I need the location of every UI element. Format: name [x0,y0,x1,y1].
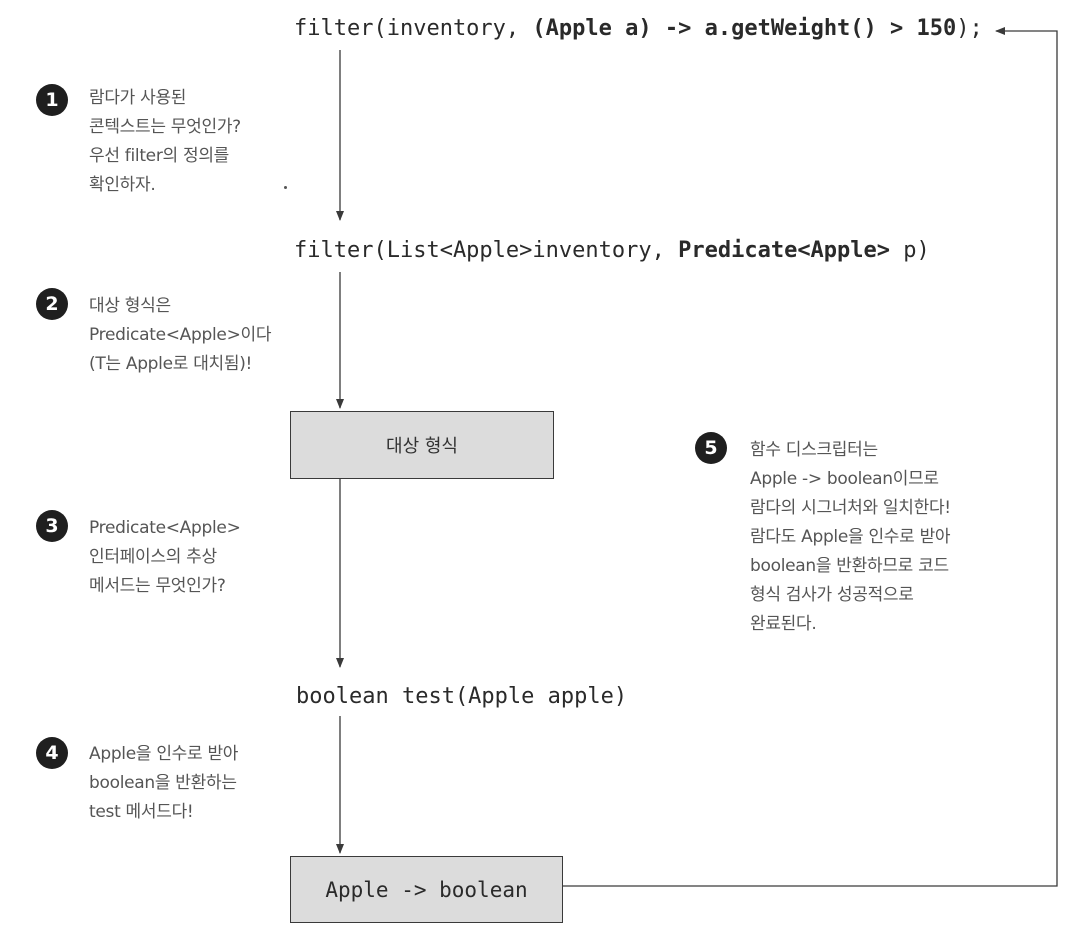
step-3-line: 인터페이스의 추상 [89,547,217,567]
step-badge-2: 2 [36,288,68,320]
step-2-line: 대상 형식은 [89,296,171,316]
step-5-line: 형식 검사가 성공적으로 [750,585,914,605]
step-5-line: boolean을 반환하므로 코드 [750,556,949,576]
step-3-line: Predicate<Apple> [89,518,241,538]
step-2-line: Predicate<Apple>이다 [89,325,272,345]
lambda-call-suffix: ); [956,16,983,41]
step-5-line: 함수 디스크립터는 [750,440,878,460]
step-3-line: 메서드는 무엇인가? [89,576,226,596]
step-5-line: 람다의 시그너처와 일치한다! [750,498,951,518]
target-type-label: 대상 형식 [386,436,458,457]
step-note-3: Predicate<Apple> 인터페이스의 추상 메서드는 무엇인가? [89,514,241,601]
function-descriptor-label: Apple -> boolean [325,877,528,902]
step-4-line: boolean을 반환하는 [89,773,237,793]
step-note-2: 대상 형식은 Predicate<Apple>이다 (T는 Apple로 대치됨… [89,292,272,379]
test-method-signature: boolean test(Apple apple) [296,684,628,709]
stray-dot [284,186,287,189]
step-badge-4: 4 [36,737,68,769]
step-1-line: 람다가 사용된 [89,88,187,108]
step-note-4: Apple을 인수로 받아 boolean을 반환하는 test 메서드다! [89,740,238,827]
step-2-line: (T는 Apple로 대치됨)! [89,354,253,374]
filter-definition-prefix: filter(List<Apple>inventory, [294,238,679,263]
step-badge-5: 5 [695,432,727,464]
step-1-line: 확인하자. [89,175,156,195]
step-note-1: 람다가 사용된 콘텍스트는 무엇인가? 우선 filter의 정의를 확인하자. [89,84,241,200]
step-5-line: 완료된다. [750,614,817,634]
arrow-descriptor-back-to-lambda [563,27,1058,887]
lambda-expression: (Apple a) -> a.getWeight() > 150 [532,16,957,41]
step-1-line: 콘텍스트는 무엇인가? [89,117,241,137]
step-note-5: 함수 디스크립터는 Apple -> boolean이므로 람다의 시그너처와 … [750,436,951,639]
target-type-box: 대상 형식 [290,411,554,479]
lambda-call-prefix: filter(inventory, [294,16,533,41]
step-5-line: 람다도 Apple을 인수로 받아 [750,527,951,547]
step-badge-3: 3 [36,510,68,542]
lambda-call-code: filter(inventory, (Apple a) -> a.getWeig… [294,18,983,40]
filter-definition-code: filter(List<Apple>inventory, Predicate<A… [294,240,930,262]
step-badge-1: 1 [36,84,68,116]
step-1-line: 우선 filter의 정의를 [89,146,229,166]
predicate-param-type: Predicate<Apple> [678,238,891,263]
step-5-line: Apple -> boolean이므로 [750,469,939,489]
step-4-line: Apple을 인수로 받아 [89,744,239,764]
filter-definition-suffix: p) [890,238,930,263]
step-4-line: test 메서드다! [89,802,194,822]
function-descriptor-box: Apple -> boolean [290,856,563,923]
